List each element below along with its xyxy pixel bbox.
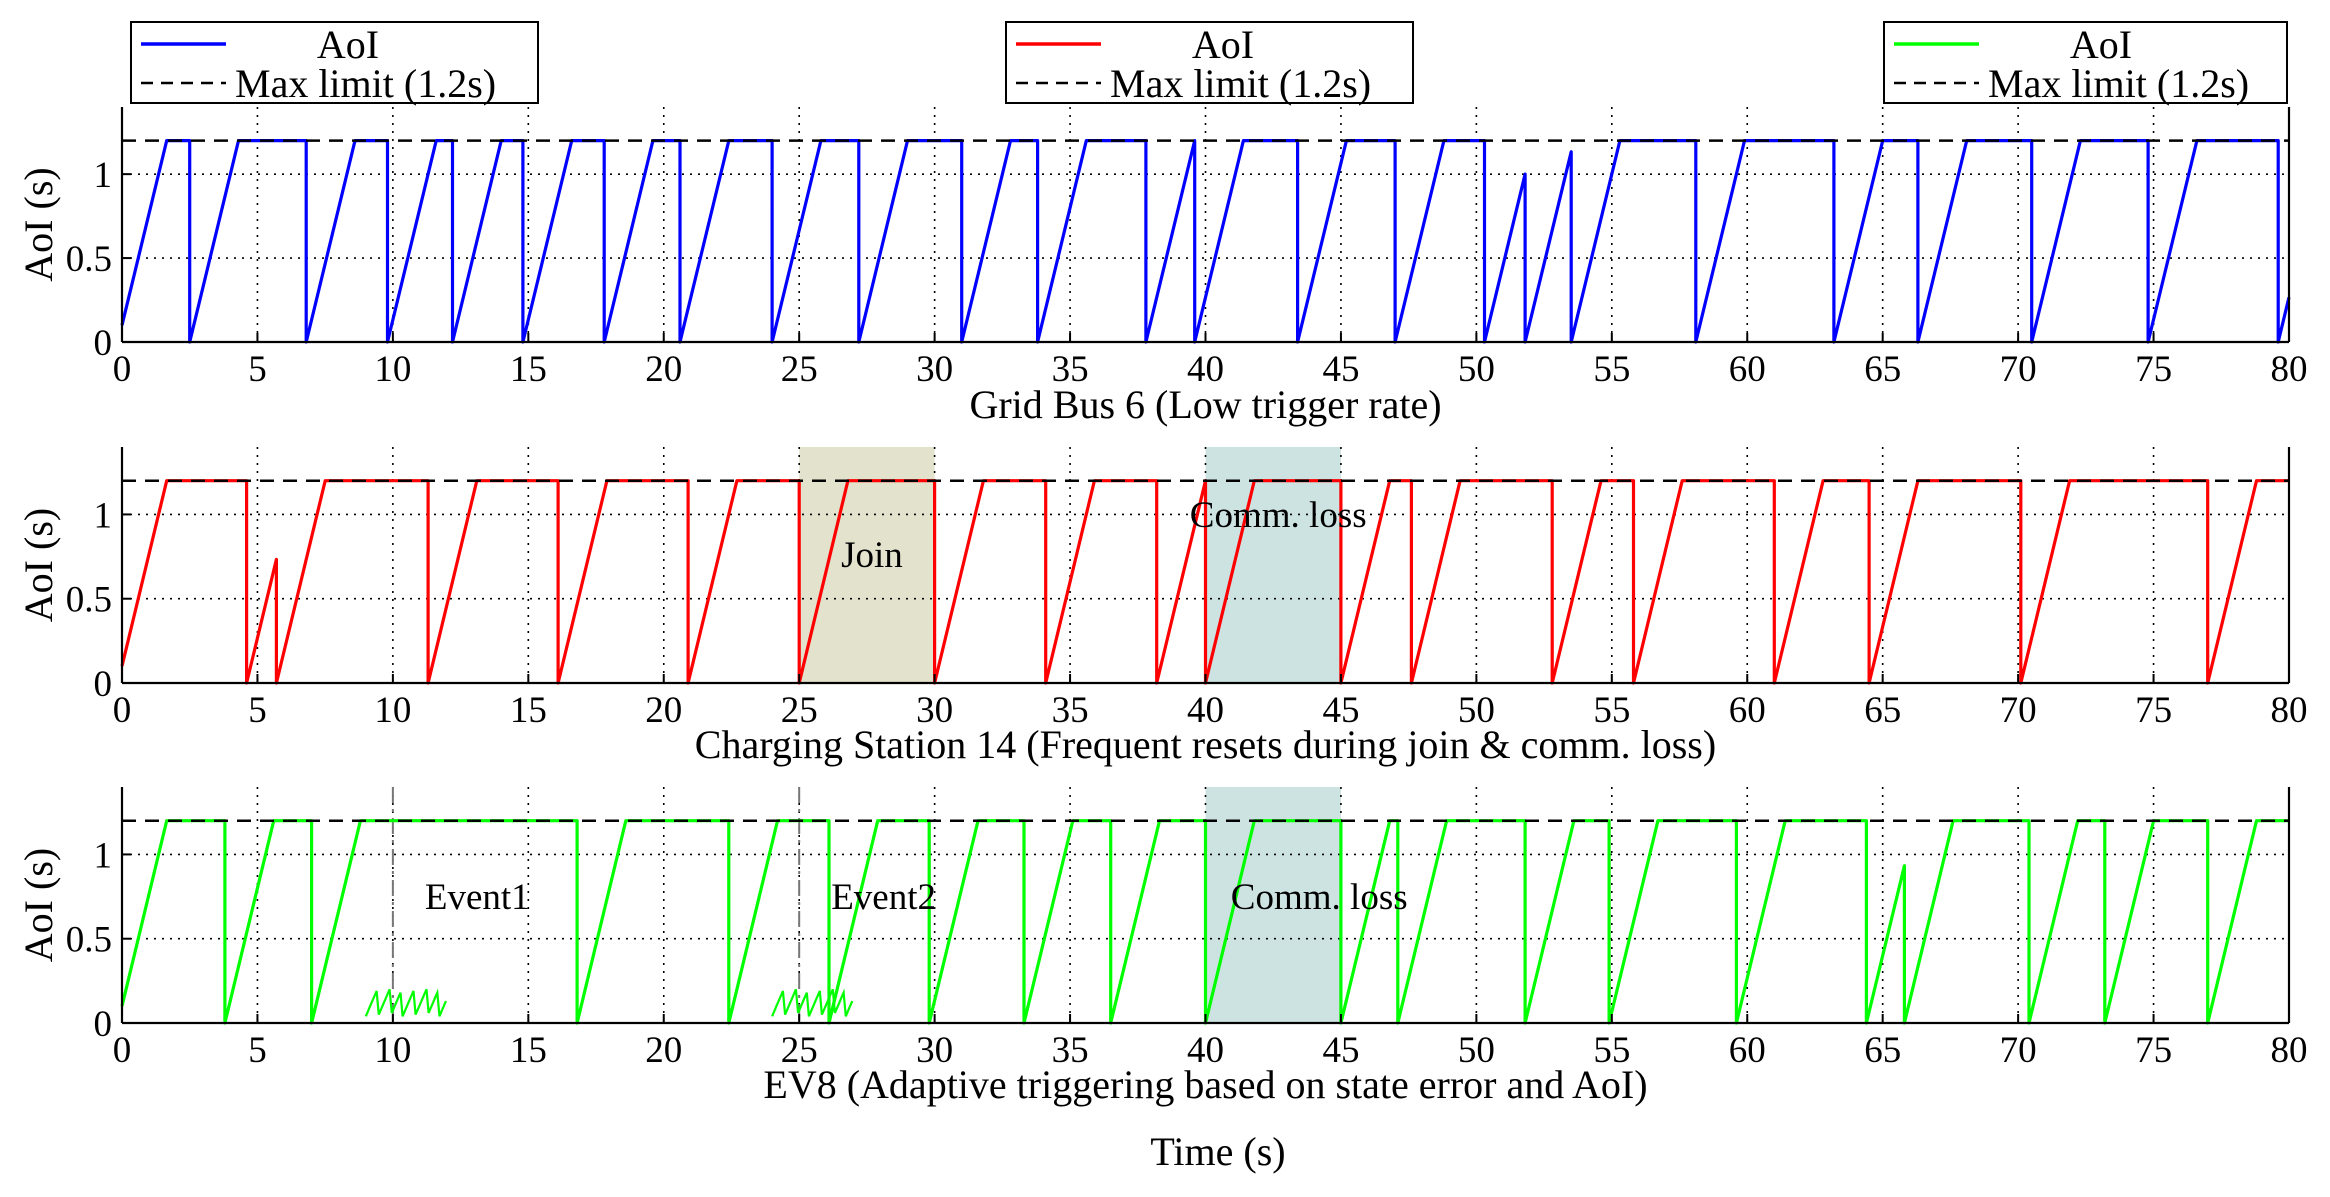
panel-caption: Charging Station 14 (Frequent resets dur… (695, 722, 1716, 767)
x-tick-label: 55 (1593, 1030, 1630, 1071)
chart-panel-1: 0 5 10 15 20 25 30 35 40 45 50 55 60 65 70 75 80 0 0.5 1 AoI… (16, 21, 2308, 427)
figure-x-axis-label: Time (s) (1150, 1129, 1285, 1174)
x-tick-label: 30 (916, 690, 953, 731)
x-tick-label: 20 (645, 1030, 682, 1071)
x-tick-label: 15 (510, 690, 547, 731)
region-label-1: Join (841, 535, 903, 576)
shaded-region-1 (1205, 787, 1341, 1023)
x-tick-label: 20 (645, 690, 682, 731)
x-tick-label: 60 (1729, 349, 1766, 390)
y-tick-label: 0 (94, 323, 113, 364)
x-tick-label: 40 (1187, 349, 1224, 390)
x-tick-label: 60 (1729, 1030, 1766, 1071)
x-tick-label: 0 (113, 690, 132, 731)
x-tick-label: 10 (374, 690, 411, 731)
legend-label: AoI (2070, 22, 2132, 67)
x-tick-label: 10 (374, 1030, 411, 1071)
y-axis-label: AoI (s) (16, 848, 61, 962)
legend-label: AoI (1192, 22, 1254, 67)
legend-box (1883, 21, 2288, 104)
legend-label: Max limit (1.2s) (1988, 61, 2249, 106)
x-tick-label: 35 (1052, 690, 1089, 731)
x-tick-label: 55 (1593, 690, 1630, 731)
shaded-region-1 (799, 447, 935, 683)
legend-label: Max limit (1.2s) (1110, 61, 1371, 106)
y-tick-label: 1 (94, 495, 113, 536)
x-tick-label: 5 (248, 1030, 267, 1071)
region-label-2: Comm. loss (1190, 495, 1367, 536)
x-tick-label: 70 (2000, 690, 2037, 731)
panel-caption: EV8 (Adaptive triggering based on state … (763, 1062, 1647, 1107)
x-tick-label: 80 (2271, 349, 2308, 390)
x-tick-label: 75 (2135, 349, 2172, 390)
x-tick-label: 50 (1458, 349, 1495, 390)
x-tick-label: 45 (1322, 1030, 1359, 1071)
x-tick-label: 45 (1322, 690, 1359, 731)
x-tick-label: 35 (1052, 349, 1089, 390)
x-tick-label: 50 (1458, 690, 1495, 731)
x-tick-label: 35 (1052, 1030, 1089, 1071)
y-tick-label: 0 (94, 664, 113, 705)
x-tick-label: 10 (374, 349, 411, 390)
shaded-region-2 (1205, 447, 1341, 683)
x-tick-label: 45 (1322, 349, 1359, 390)
event-label-1: Event1 (425, 877, 530, 918)
noise-burst-1 (364, 988, 448, 1017)
legend-label: AoI (317, 22, 379, 67)
x-tick-label: 70 (2000, 349, 2037, 390)
legend-label: Max limit (1.2s) (235, 61, 496, 106)
aoi-series-line (120, 819, 2289, 1025)
y-tick-label: 1 (94, 155, 113, 196)
x-tick-label: 80 (2271, 1030, 2308, 1071)
panel-caption: Grid Bus 6 (Low trigger rate) (969, 382, 1441, 427)
x-tick-label: 70 (2000, 1030, 2037, 1071)
x-tick-label: 5 (248, 690, 267, 731)
x-tick-label: 25 (781, 349, 818, 390)
y-tick-label: 0.5 (66, 239, 112, 280)
y-tick-label: 1 (94, 835, 113, 876)
noise-burst-2 (771, 988, 854, 1017)
legend-box (1005, 21, 1414, 104)
x-tick-label: 55 (1593, 349, 1630, 390)
x-tick-label: 65 (1864, 1030, 1901, 1071)
x-tick-label: 30 (916, 349, 953, 390)
x-tick-label: 15 (510, 349, 547, 390)
x-tick-label: 40 (1187, 1030, 1224, 1071)
x-tick-label: 40 (1187, 690, 1224, 731)
x-tick-label: 80 (2271, 690, 2308, 731)
y-axis-label: AoI (s) (16, 167, 61, 281)
x-tick-label: 0 (113, 349, 132, 390)
aoi-series-line (120, 139, 2291, 344)
x-tick-label: 75 (2135, 690, 2172, 731)
x-tick-label: 0 (113, 1030, 132, 1071)
x-tick-label: 75 (2135, 1030, 2172, 1071)
x-tick-label: 65 (1864, 690, 1901, 731)
y-tick-label: 0 (94, 1004, 113, 1045)
y-tick-label: 0.5 (66, 920, 112, 961)
x-tick-label: 65 (1864, 349, 1901, 390)
y-tick-label: 0.5 (66, 580, 112, 621)
x-tick-label: 20 (645, 349, 682, 390)
x-tick-label: 25 (781, 1030, 818, 1071)
x-tick-label: 15 (510, 1030, 547, 1071)
x-tick-label: 60 (1729, 690, 1766, 731)
x-tick-label: 5 (248, 349, 267, 390)
legend-box (130, 21, 539, 104)
x-tick-label: 25 (781, 690, 818, 731)
event-label-2: Event2 (831, 877, 936, 918)
x-tick-label: 30 (916, 1030, 953, 1071)
region-label-1: Comm. loss (1231, 877, 1408, 918)
y-axis-label: AoI (s) (16, 508, 61, 622)
x-tick-label: 50 (1458, 1030, 1495, 1071)
